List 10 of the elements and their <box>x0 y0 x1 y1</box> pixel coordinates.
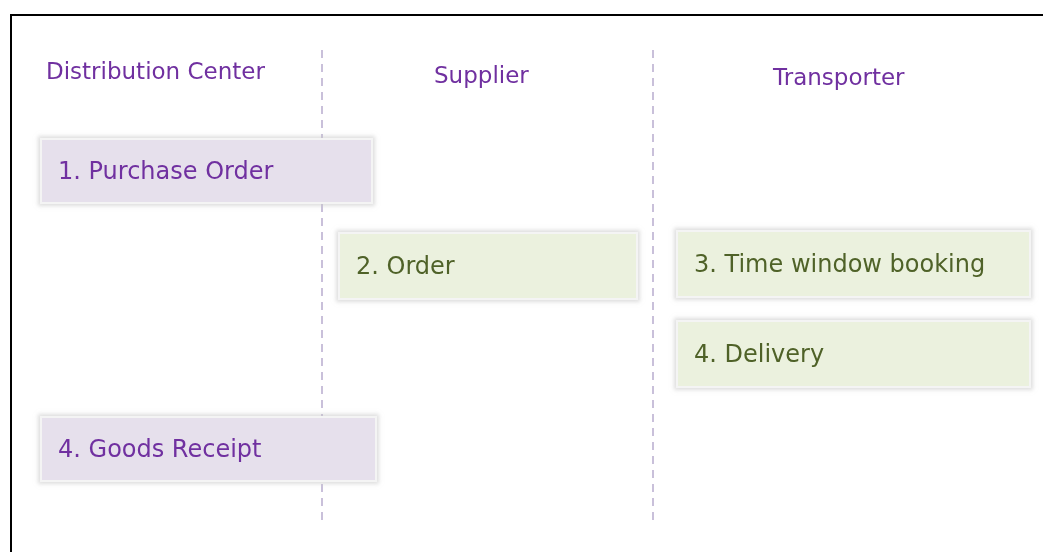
lane-header: Supplier <box>434 62 529 88</box>
step-label: 4. Goods Receipt <box>58 435 262 463</box>
step-label: 4. Delivery <box>694 340 825 368</box>
lane-header: Transporter <box>773 64 905 90</box>
step-label: 1. Purchase Order <box>58 157 274 185</box>
step-label: 2. Order <box>356 252 455 280</box>
step-label: 3. Time window booking <box>694 250 986 278</box>
process-box <box>40 138 373 204</box>
lane-header: Distribution Center <box>46 58 265 84</box>
process-box <box>40 416 377 482</box>
